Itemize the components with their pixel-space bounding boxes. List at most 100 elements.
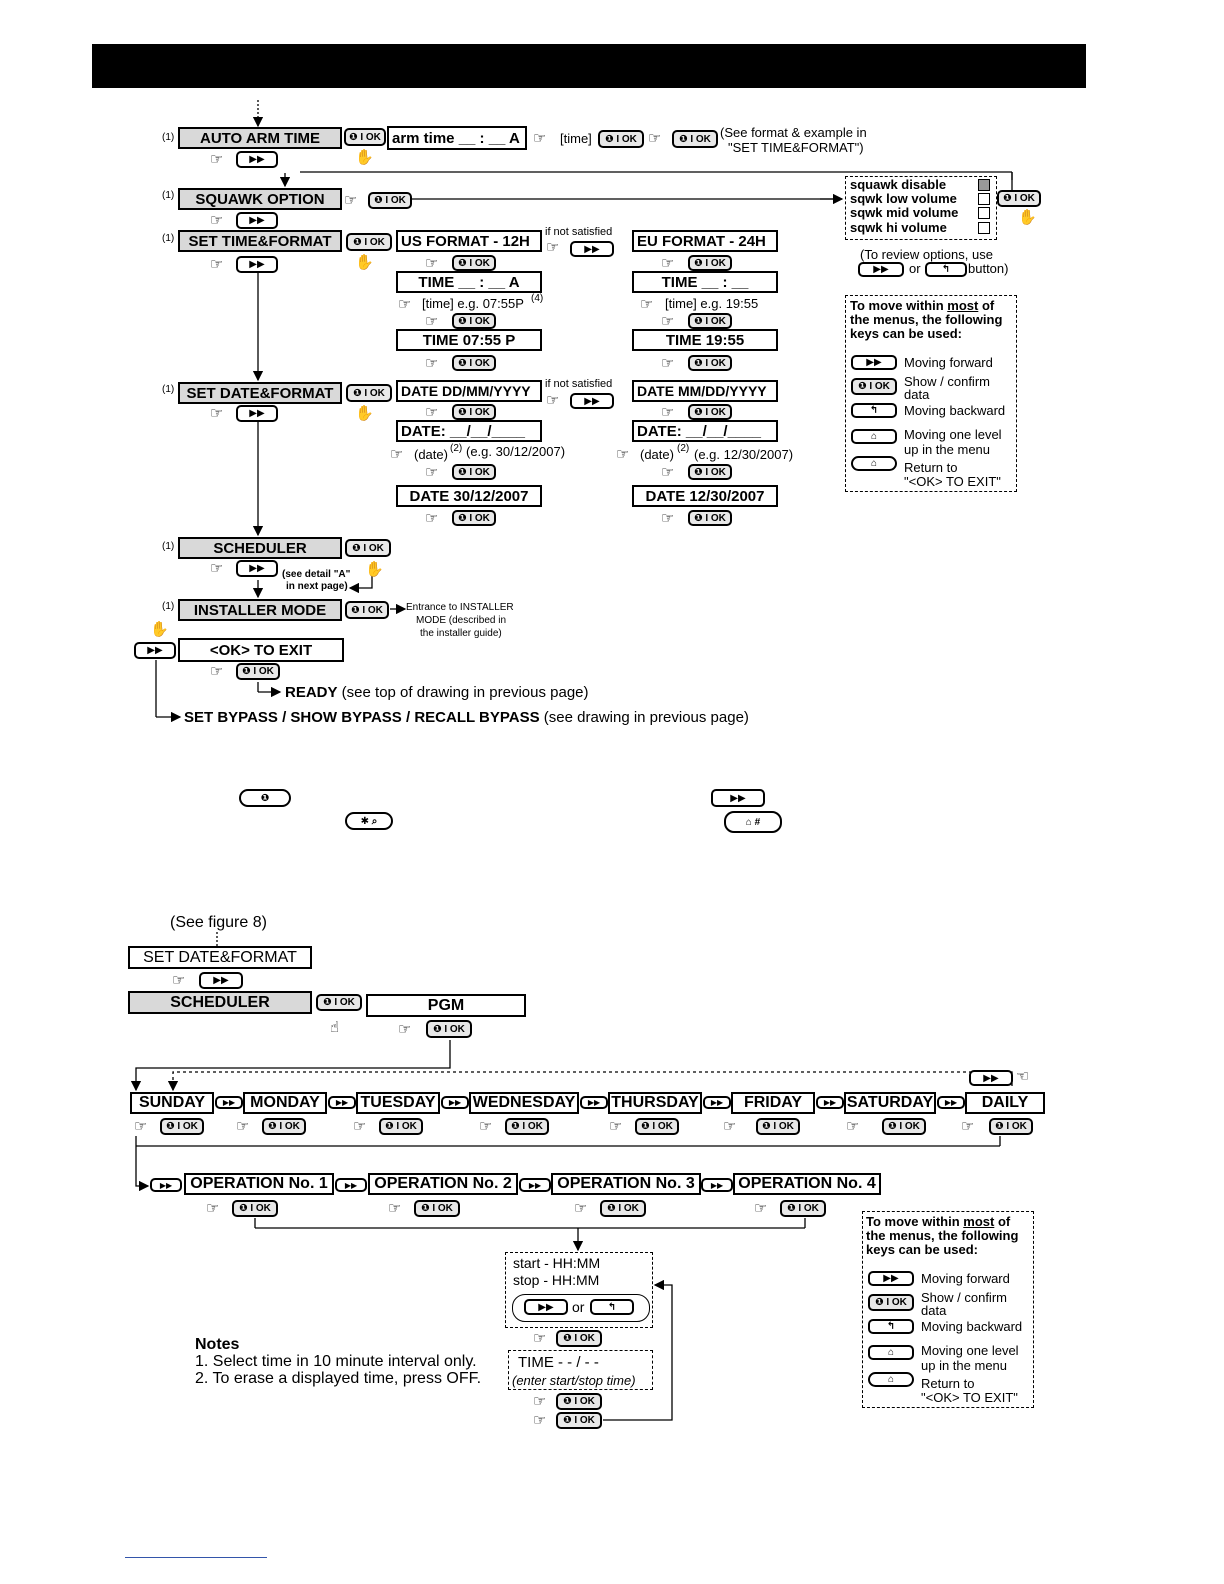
us-time-field[interactable]: TIME __ : __ A [396, 271, 542, 293]
stop-time-option[interactable]: stop - HH:MM [513, 1272, 600, 1288]
checkbox[interactable] [978, 222, 990, 234]
ok-key[interactable]: ❶ I OK [635, 1118, 679, 1135]
operation-1[interactable]: OPERATION No. 1 [184, 1173, 334, 1195]
day-wednesday[interactable]: WEDNESDAY [469, 1092, 579, 1114]
day-sunday[interactable]: SUNDAY [130, 1092, 214, 1114]
squawk-option-menu[interactable]: SQUAWK OPTION [178, 188, 342, 210]
forward-key[interactable]: ▶▶ [858, 262, 904, 277]
operation-4[interactable]: OPERATION No. 4 [733, 1173, 881, 1195]
up-key[interactable]: ⌂ [851, 429, 897, 444]
set-time-format-menu[interactable]: SET TIME&FORMAT [178, 230, 342, 252]
ok-key[interactable]: ❶ I OK [345, 539, 391, 557]
forward-key[interactable]: ▶▶ [215, 1096, 243, 1109]
forward-key[interactable]: ▶▶ [134, 642, 176, 659]
ok-key[interactable]: ❶ I OK [868, 1294, 914, 1311]
day-monday[interactable]: MONDAY [243, 1092, 327, 1114]
forward-key[interactable]: ▶▶ [703, 1096, 731, 1109]
checkbox-checked[interactable] [978, 179, 990, 191]
back-key[interactable]: ↰ [851, 403, 897, 418]
ok-key[interactable]: ❶ I OK [414, 1200, 460, 1217]
ok-key[interactable]: ❶ I OK [345, 601, 389, 619]
ok-key[interactable]: ❶ I OK [556, 1330, 602, 1347]
us-format-field[interactable]: US FORMAT - 12H [396, 230, 542, 252]
forward-key[interactable]: ▶▶ [570, 393, 614, 409]
set-date-format-menu[interactable]: SET DATE&FORMAT [178, 382, 342, 404]
back-key[interactable]: ↰ [590, 1299, 634, 1315]
forward-key[interactable]: ▶▶ [937, 1096, 965, 1109]
ok-key[interactable]: ❶ I OK [236, 663, 280, 680]
ok-key[interactable]: ❶ I OK [452, 255, 496, 271]
forward-key[interactable]: ▶▶ [519, 1178, 551, 1192]
forward-key[interactable]: ▶▶ [701, 1178, 733, 1192]
home-key[interactable]: ⌂ [868, 1372, 914, 1387]
day-friday[interactable]: FRIDAY [731, 1092, 815, 1114]
ok-key[interactable]: ❶ I OK [316, 994, 362, 1011]
ok-key[interactable]: ❶ I OK [851, 378, 897, 395]
forward-key[interactable]: ▶▶ [580, 1096, 608, 1109]
time-entry-field[interactable]: TIME - - / - - [518, 1354, 599, 1371]
ok-key[interactable]: ❶ I OK [160, 1118, 204, 1135]
day-saturday[interactable]: SATURDAY [844, 1092, 936, 1114]
pgm-menu[interactable]: PGM [366, 994, 526, 1017]
up-hash-key[interactable]: ⌂ # [724, 811, 782, 833]
ok-key[interactable]: ❶ I OK [505, 1118, 549, 1135]
ok-key[interactable]: ❶ I OK [600, 1200, 646, 1217]
ok-key[interactable]: ❶ I OK [780, 1200, 826, 1217]
eu-time-field[interactable]: TIME __ : __ [632, 271, 778, 293]
info-key[interactable]: ❶ [239, 789, 291, 807]
ok-key[interactable]: ❶ I OK [997, 190, 1041, 207]
ok-key[interactable]: ❶ I OK [756, 1118, 800, 1135]
up-key[interactable]: ⌂ [868, 1345, 914, 1360]
option-low-volume[interactable]: sqwk low volume [850, 191, 957, 206]
date-dd-mm-field[interactable]: DATE DD/MM/YYYY [396, 380, 542, 402]
checkbox[interactable] [978, 207, 990, 219]
forward-key[interactable]: ▶▶ [236, 560, 278, 577]
ok-key[interactable]: ❶ I OK [882, 1118, 926, 1135]
forward-key[interactable]: ▶▶ [150, 1178, 182, 1192]
back-key[interactable]: ↰ [868, 1319, 914, 1334]
date-mm-dd-field[interactable]: DATE MM/DD/YYYY [632, 380, 778, 402]
forward-key[interactable]: ▶▶ [236, 212, 278, 229]
ok-key[interactable]: ❶ I OK [368, 192, 412, 209]
ok-key[interactable]: ❶ I OK [344, 128, 386, 146]
checkbox[interactable] [978, 193, 990, 205]
day-daily[interactable]: DAILY [965, 1092, 1045, 1114]
ok-key[interactable]: ❶ I OK [688, 510, 732, 526]
ok-key[interactable]: ❶ I OK [989, 1118, 1033, 1135]
ok-key[interactable]: ❶ I OK [688, 313, 732, 329]
ok-key[interactable]: ❶ I OK [556, 1393, 602, 1410]
ok-key[interactable]: ❶ I OK [598, 130, 644, 148]
ok-key[interactable]: ❶ I OK [688, 404, 732, 420]
start-time-option[interactable]: start - HH:MM [513, 1255, 601, 1271]
ok-key[interactable]: ❶ I OK [688, 255, 732, 271]
ok-key[interactable]: ❶ I OK [346, 384, 392, 402]
forward-key[interactable]: ▶▶ [236, 151, 278, 168]
ok-to-exit-menu[interactable]: <OK> TO EXIT [178, 638, 344, 662]
forward-key[interactable]: ▶▶ [441, 1096, 469, 1109]
forward-key[interactable]: ▶▶ [969, 1070, 1013, 1086]
ok-key[interactable]: ❶ I OK [672, 130, 718, 148]
set-date-format-menu[interactable]: SET DATE&FORMAT [128, 946, 312, 969]
back-key[interactable]: ↰ [925, 262, 967, 277]
ok-key[interactable]: ❶ I OK [426, 1020, 472, 1038]
arm-time-field[interactable]: arm time __ : __ A [387, 126, 527, 150]
home-key[interactable]: ⌂ [851, 456, 897, 471]
date-entry-field[interactable]: DATE: __/__/____ [632, 420, 778, 442]
ok-key[interactable]: ❶ I OK [452, 313, 496, 329]
forward-key[interactable]: ▶▶ [335, 1178, 367, 1192]
forward-key[interactable]: ▶▶ [851, 355, 897, 370]
option-hi-volume[interactable]: sqwk hi volume [850, 220, 947, 235]
date-entry-field[interactable]: DATE: __/__/____ [396, 420, 542, 442]
forward-key[interactable]: ▶▶ [236, 405, 278, 422]
ok-key[interactable]: ❶ I OK [452, 510, 496, 526]
forward-key[interactable]: ▶▶ [328, 1096, 356, 1109]
installer-mode-menu[interactable]: INSTALLER MODE [178, 599, 342, 621]
forward-key[interactable]: ▶▶ [868, 1271, 914, 1286]
ok-key[interactable]: ❶ I OK [232, 1200, 278, 1217]
operation-2[interactable]: OPERATION No. 2 [368, 1173, 518, 1195]
day-tuesday[interactable]: TUESDAY [356, 1092, 440, 1114]
ok-key[interactable]: ❶ I OK [688, 464, 732, 480]
day-thursday[interactable]: THURSDAY [608, 1092, 702, 1114]
forward-key[interactable]: ▶▶ [524, 1299, 568, 1315]
ok-key[interactable]: ❶ I OK [262, 1118, 306, 1135]
